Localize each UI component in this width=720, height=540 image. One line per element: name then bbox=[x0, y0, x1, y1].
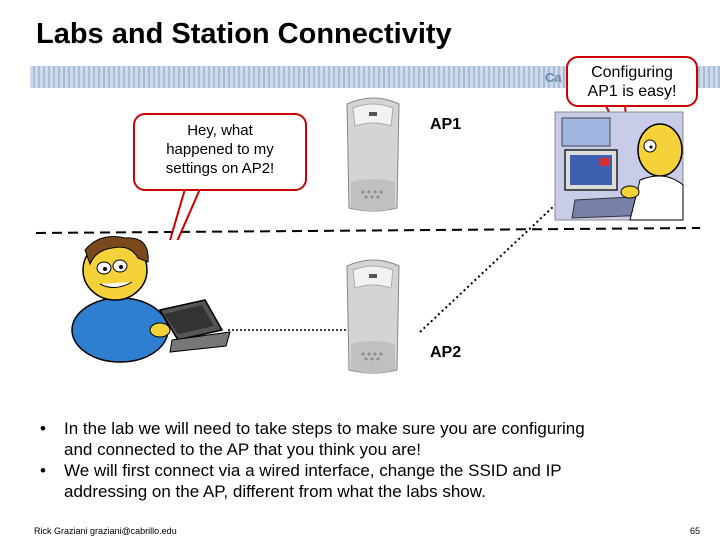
bubble-left-line: settings on AP2! bbox=[165, 160, 275, 177]
page-number: 65 bbox=[690, 526, 701, 536]
bubble-right-line: AP1 is easy! bbox=[587, 83, 677, 100]
bullet-line: In the lab we will need to take steps to… bbox=[64, 419, 585, 438]
speech-bubble-left: Hey, what happened to my settings on AP2… bbox=[133, 113, 307, 191]
bullet-item: • We will first connect via a wired inte… bbox=[40, 460, 700, 502]
header-banner bbox=[30, 66, 720, 88]
slide-title: Labs and Station Connectivity bbox=[36, 18, 452, 50]
ap1-label: AP1 bbox=[430, 116, 462, 133]
bubble-left-line: Hey, what bbox=[187, 122, 253, 139]
access-point-icon bbox=[346, 259, 400, 374]
bullet-item: • In the lab we will need to take steps … bbox=[40, 418, 700, 460]
bullet-line: and connected to the AP that you think y… bbox=[64, 440, 421, 459]
person-with-laptop-icon bbox=[68, 236, 231, 363]
bubble-right-line: Configuring bbox=[591, 64, 673, 81]
bullet-dot: • bbox=[40, 461, 46, 480]
ap2-label: AP2 bbox=[430, 344, 462, 361]
wireless-link-line bbox=[419, 204, 556, 333]
bubble-left-line: happened to my bbox=[166, 141, 274, 158]
speech-bubble-right: Configuring AP1 is easy! bbox=[566, 56, 698, 107]
banner-text: Ca bbox=[545, 70, 562, 85]
bullet-line: addressing on the AP, different from wha… bbox=[64, 482, 486, 501]
bullet-line: We will first connect via a wired interf… bbox=[64, 461, 562, 480]
footer-author: Rick Graziani graziani@cabrillo.edu bbox=[34, 526, 177, 536]
person-at-computer-icon bbox=[554, 111, 684, 221]
dashed-network-line bbox=[35, 227, 701, 234]
access-point-icon bbox=[346, 97, 400, 212]
bullet-list: • In the lab we will need to take steps … bbox=[40, 418, 700, 502]
bullet-dot: • bbox=[40, 419, 46, 438]
